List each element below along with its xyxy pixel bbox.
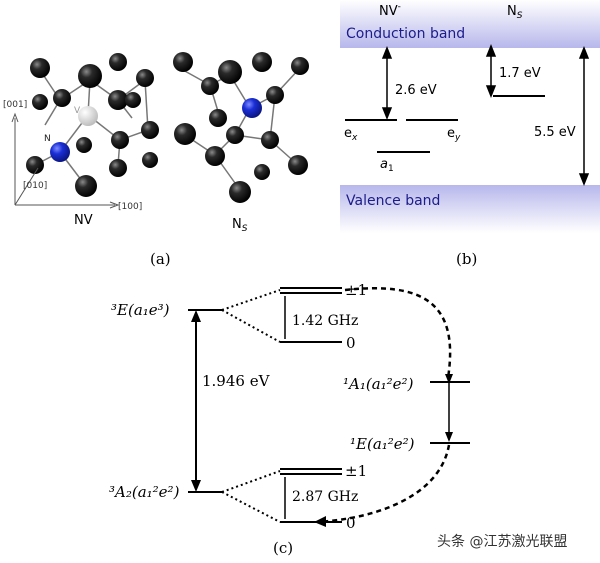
panel-a-caption: (a) (150, 250, 171, 268)
valence-band-label: Valence band (346, 193, 440, 209)
ground-split-lines (221, 470, 281, 523)
carbon-atom (254, 164, 270, 180)
watermark: 头条 @江苏激光联盟 (437, 533, 567, 550)
panel-c-caption: (c) (273, 539, 293, 557)
singlet-a1-label: ¹A₁(a₁²e²) (343, 375, 414, 393)
excited-splitting-label: 1.42 GHz (292, 313, 358, 329)
nitrogen-atom (50, 142, 70, 162)
carbon-atom (266, 86, 284, 104)
nv-atoms (26, 53, 159, 197)
isc-lower-arrowhead (314, 516, 326, 527)
panel-b: Conduction band Valence band NV- NS ex e… (340, 0, 600, 268)
carbon-atom (109, 53, 127, 71)
ground-pm1-label: ±1 (345, 462, 367, 480)
carbon-atom (291, 57, 309, 75)
energy-arrows (381, 43, 590, 187)
excited-zero-label: 0 (346, 334, 356, 352)
carbon-atom (209, 109, 227, 127)
carbon-atom (141, 121, 159, 139)
excited-split-lines (221, 289, 281, 343)
conduction-band-label: Conduction band (346, 26, 465, 42)
optical-energy-label: 1.946 eV (202, 372, 271, 390)
singlet-decay-arrow (445, 382, 453, 442)
ground-state-label: ³A₂(a₁²e²) (109, 483, 180, 501)
panel-c: ³E(a₁e³) ³A₂(a₁²e²) 1.946 eV 1.42 GHz 2.… (109, 281, 470, 557)
carbon-atom (174, 123, 196, 145)
vacancy-site (78, 106, 98, 126)
carbon-atom (205, 146, 225, 166)
nv-energy-label: 2.6 eV (395, 83, 437, 98)
defect-levels (345, 95, 545, 153)
isc-path-lower (317, 444, 451, 524)
carbon-atom (226, 126, 244, 144)
carbon-atom (53, 89, 71, 107)
carbon-atom (30, 58, 50, 78)
ns-atoms (173, 52, 309, 203)
carbon-atom (26, 156, 44, 174)
ns-header: NS (507, 4, 523, 21)
carbon-atom (288, 155, 308, 175)
carbon-atom (76, 137, 92, 153)
carbon-atom (32, 94, 48, 110)
ground-zero-label: 0 (346, 514, 356, 532)
ns-structure-label: NS (232, 217, 248, 234)
axis-001-label: [001] (3, 100, 27, 110)
ns-energy-label: 1.7 eV (499, 66, 541, 81)
isc-path-upper (344, 287, 452, 379)
optical-transition-arrow (191, 310, 201, 492)
isc-upper-arrowhead (445, 374, 453, 384)
carbon-atom (108, 90, 128, 110)
ground-splitting-label: 2.87 GHz (292, 489, 358, 505)
nv-minus-header: NV- (379, 2, 401, 19)
crystal-axes (11, 112, 120, 209)
bandgap-label: 5.5 eV (534, 125, 576, 140)
carbon-atom (111, 131, 129, 149)
panel-b-caption: (b) (456, 250, 477, 268)
a1-label: a1 (380, 157, 394, 174)
carbon-atom (229, 181, 251, 203)
carbon-atom (142, 152, 158, 168)
carbon-atom (136, 69, 154, 87)
axis-010-label: [010] (23, 181, 47, 191)
valence-band (340, 185, 600, 233)
carbon-atom (125, 92, 141, 108)
panel-a: V N [001] [010] [100] NV (3, 52, 309, 268)
carbon-atom (218, 60, 242, 84)
nitrogen-atom (242, 98, 262, 118)
excited-state-label: ³E(a₁e³) (111, 301, 170, 319)
carbon-atom (78, 64, 102, 88)
nv-structure-label: NV (74, 213, 93, 228)
ex-label: ex (344, 126, 358, 143)
singlet-e-label: ¹E(a₁²e²) (350, 435, 415, 453)
carbon-atom (173, 52, 193, 72)
carbon-atom (75, 175, 97, 197)
nitrogen-label: N (44, 134, 51, 144)
carbon-atom (252, 52, 272, 72)
ey-label: ey (447, 126, 461, 143)
carbon-atom (109, 159, 127, 177)
vacancy-label: V (74, 106, 81, 116)
carbon-atom (201, 77, 219, 95)
axis-100-label: [100] (118, 202, 142, 212)
carbon-atom (261, 131, 279, 149)
conduction-band (340, 0, 600, 48)
excited-pm1-label: ±1 (345, 281, 367, 299)
